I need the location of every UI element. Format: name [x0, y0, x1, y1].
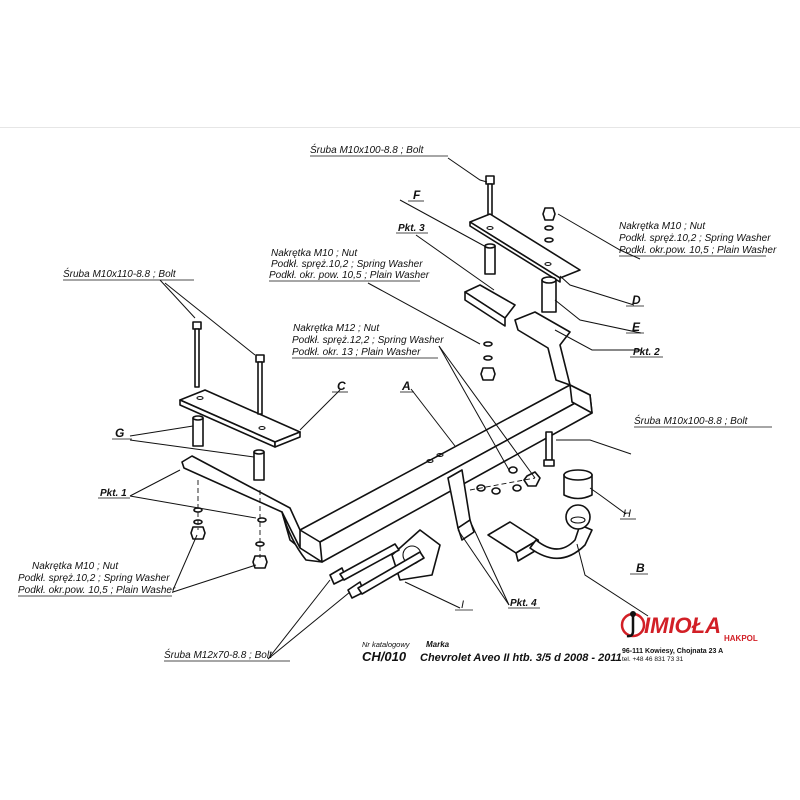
letter-f: F: [413, 188, 421, 202]
label-nut-center-1: Nakrętka M10 ; Nut: [271, 248, 358, 259]
label-nut-top-right-1: Nakrętka M10 ; Nut: [619, 221, 706, 232]
towball-b: [487, 469, 593, 562]
label-nut-center-2: Podkł. spręż.10,2 ; Spring Washer: [271, 259, 423, 270]
label-nut-top-right-2: Podkł. spręż.10,2 ; Spring Washer: [619, 233, 771, 244]
label-bolt-left: Śruba M10x110-8.8 ; Bolt: [63, 267, 177, 280]
catalog-caption: Nr katalogowy: [362, 640, 411, 649]
letter-a: A: [401, 379, 411, 393]
plate-c: [179, 389, 301, 448]
top-right-hardware: [469, 175, 581, 381]
vehicle-model: Chevrolet Aveo II htb. 3/5 d 2008 - 2011: [420, 652, 622, 664]
label-nut-m12-1: Nakrętka M12 ; Nut: [293, 323, 380, 334]
label-bolt-bottom: Śruba M12x70-8.8 ; Bolt: [164, 648, 273, 661]
title-block: Nr katalogowy CH/010 Marka Chevrolet Ave…: [362, 640, 622, 664]
company-phone: tel. +48 46 831 73 31: [622, 656, 684, 663]
point-2: Pkt. 2: [633, 347, 660, 358]
label-nut-m12-3: Podkł. okr. 13 ; Plain Washer: [292, 347, 421, 358]
label-nut-top-right-3: Podkł. okr.pow. 10,5 ; Plain Washer: [619, 245, 777, 256]
mount-bracket-and-plate: [329, 466, 541, 599]
point-3: Pkt. 3: [398, 223, 425, 234]
point-4: Pkt. 4: [510, 598, 537, 609]
company-logo: IMIOŁA HAKPOL 96-111 Kowiesy, Chojnata 2…: [620, 611, 758, 663]
company-address: 96-111 Kowiesy, Chojnata 23 A: [622, 648, 723, 655]
letter-h: H: [623, 508, 631, 520]
brand-caption: Marka: [426, 640, 450, 649]
bolts-m10x110: [192, 321, 265, 415]
catalog-number: CH/010: [362, 649, 407, 664]
label-nut-bottom-left-1: Nakrętka M10 ; Nut: [32, 561, 119, 572]
callout-texts: Śruba M10x100-8.8 ; Bolt Śruba M10x110-8…: [18, 143, 777, 662]
letter-g: G: [115, 426, 124, 440]
logo-text: IMIOŁA: [644, 613, 721, 638]
letter-c: C: [337, 379, 346, 393]
leader-lines: [129, 157, 649, 660]
label-bolt-right: Śruba M10x100-8.8 ; Bolt: [634, 414, 749, 427]
letter-i: I: [461, 599, 464, 611]
bolt-right: [543, 431, 555, 467]
spacers-g: [192, 415, 265, 481]
label-nut-bottom-left-2: Podkł. spręż.10,2 ; Spring Washer: [18, 573, 170, 584]
letter-d: D: [632, 293, 641, 307]
label-nut-center-3: Podkł. okr. pow. 10,5 ; Plain Washer: [269, 270, 430, 281]
top-divider: [0, 127, 800, 128]
label-nut-bottom-left-3: Podkł. okr.pow. 10,5 ; Plain Washer: [18, 585, 176, 596]
logo-subtitle: HAKPOL: [724, 634, 758, 643]
point-1: Pkt. 1: [100, 488, 127, 499]
letter-b: B: [636, 561, 645, 575]
label-bolt-top: Śruba M10x100-8.8 ; Bolt: [310, 143, 425, 156]
letter-e: E: [632, 320, 641, 334]
label-nut-m12-2: Podkł. spręż.12,2 ; Spring Washer: [292, 335, 444, 346]
